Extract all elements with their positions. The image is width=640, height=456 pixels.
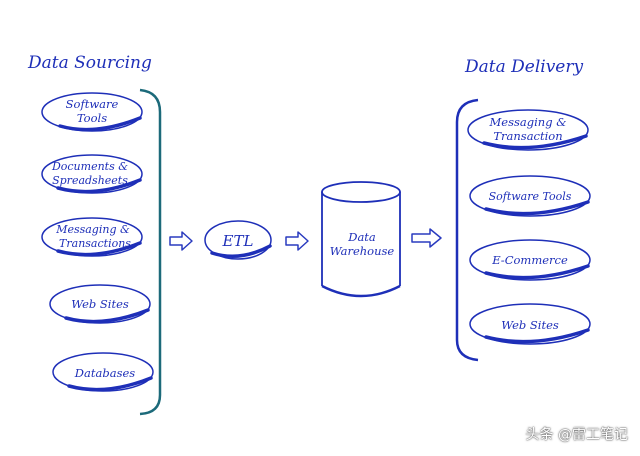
warehouse-label-line2: Warehouse (330, 244, 395, 258)
source-label-line1: Documents & (51, 160, 128, 173)
delivery-label: Software Tools (489, 190, 572, 203)
source-label: Web Sites (71, 297, 129, 311)
data-warehouse-node: Data Warehouse (321, 181, 401, 298)
delivery-item-messaging-transaction: Messaging & Transaction (467, 109, 589, 151)
etl-label: ETL (222, 232, 254, 250)
data-sourcing-heading: Data Sourcing (27, 53, 152, 73)
source-item-documents-spreadsheets: Documents & Spreadsheets (41, 154, 143, 194)
source-label-line1: Messaging & (55, 223, 130, 236)
delivery-item-web-sites: Web Sites (469, 303, 591, 345)
delivery-item-software-tools: Software Tools (469, 175, 591, 217)
warehouse-label-line1: Data (347, 230, 376, 244)
data-delivery-heading: Data Delivery (464, 57, 583, 77)
source-label-line2: Tools (77, 111, 107, 125)
source-label: Databases (74, 366, 135, 380)
source-label-line2: Spreadsheets (52, 174, 128, 187)
source-label-line2: Transactions (59, 237, 131, 250)
source-item-web-sites: Web Sites (49, 284, 151, 324)
delivery-item-e-commerce: E-Commerce (469, 239, 591, 281)
source-item-databases: Databases (52, 352, 154, 392)
source-item-messaging-transactions: Messaging & Transactions (41, 217, 143, 257)
delivery-label-line1: Messaging & (489, 115, 567, 129)
etl-node: ETL (204, 220, 272, 260)
watermark: 头条 @雷工笔记 (525, 427, 628, 443)
delivery-label: E-Commerce (491, 253, 568, 267)
source-label-line1: Software (66, 97, 119, 111)
delivery-label-line2: Transaction (493, 129, 562, 143)
arrow-right-icon (169, 231, 193, 251)
delivery-bracket (455, 98, 479, 362)
source-item-software-tools: Software Tools (41, 92, 143, 132)
arrow-right-icon (285, 231, 309, 251)
delivery-label: Web Sites (501, 318, 559, 332)
sourcing-bracket (139, 88, 162, 416)
arrow-right-icon (411, 228, 442, 248)
